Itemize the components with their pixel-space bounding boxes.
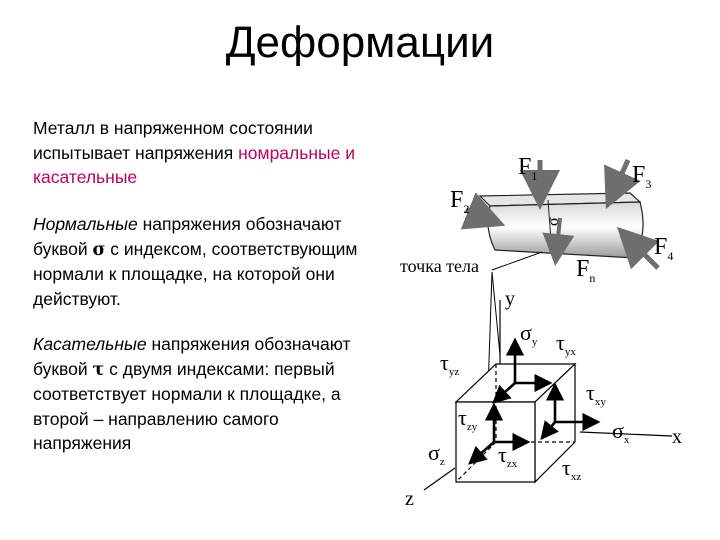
force-arrow-fn <box>542 217 575 266</box>
p3-line1-rest: напряжения обозначают <box>146 334 351 354</box>
force-arrow-f4 <box>616 226 660 270</box>
axis-z-label: z <box>405 488 414 510</box>
leader-line-top <box>491 271 501 356</box>
p2-line3: нормали к площадке, на которой они <box>33 264 335 284</box>
label-sigma-x: σx <box>612 418 630 446</box>
p2-line4: действуют. <box>33 288 121 309</box>
p1-line1: Металл в напряженном состоянии <box>33 118 313 138</box>
p3-line2: буквой τ с двумя индексами: первый <box>33 357 413 383</box>
stress-arrow-tau-xz <box>540 420 559 441</box>
label-sigma-z: σz <box>428 440 445 468</box>
stress-arrow-tau-yz <box>492 382 516 404</box>
point-of-body-label: точка тела <box>400 256 479 276</box>
tau-symbol: τ <box>92 359 105 380</box>
p3-line3: соответствует нормали к площадке, а <box>33 384 341 404</box>
force-arrow-f3 <box>604 158 641 210</box>
p3-line2-prefix: буквой <box>33 358 93 379</box>
label-tau-zx: τzx <box>498 442 518 470</box>
p3-line4: второй – направлению самого <box>33 408 279 429</box>
label-tau-xy: τxy <box>586 380 606 408</box>
z-axis <box>423 467 456 491</box>
p2-line2-rest: с индексом, соответствующим <box>105 238 358 259</box>
label-fn: Fn <box>576 256 595 285</box>
loaded-bar: σ <box>478 192 644 259</box>
p2-line1-rest: напряжения обозначают <box>137 214 342 234</box>
label-f4: F4 <box>654 234 673 263</box>
body-sigma-mark: σ <box>545 217 562 226</box>
label-f3: F3 <box>632 162 651 191</box>
p1-highlight-shear: касательные <box>33 167 138 187</box>
p3-italic-term: Касательные <box>33 334 147 354</box>
paragraph-metal-stress: Металл в напряженном состоянии испытывае… <box>33 116 413 190</box>
p2-italic-term: Нормальные <box>33 214 138 234</box>
p2-line1: Нормальные напряжения обозначают <box>33 212 413 237</box>
leader-line <box>491 251 543 271</box>
force-arrow-f2 <box>460 192 506 230</box>
p3-line5: напряжения <box>33 433 132 453</box>
axis-x-label: x <box>672 426 682 448</box>
p1-line2: испытывает напряжения номральные и <box>33 141 413 166</box>
p3-line2-rest: с двумя индексами: первый <box>104 358 335 379</box>
label-sigma-y: σy <box>520 320 538 348</box>
paragraph-normal-stress: Нормальные напряжения обозначают буквой … <box>33 212 413 311</box>
label-f1: F1 <box>518 154 537 183</box>
stress-arrow-sigma-z <box>468 441 495 465</box>
slide-title: Деформации <box>225 18 495 67</box>
sigma-symbol: σ <box>92 239 106 260</box>
label-tau-xz: τxz <box>562 455 581 483</box>
label-tau-zy: τzy <box>458 405 478 433</box>
p1-highlight-normal: номральные и <box>238 142 355 163</box>
axis-y-label: y <box>505 288 515 310</box>
label-f2: F2 <box>450 187 469 216</box>
p3-line1: Касательные напряжения обозначают <box>33 332 413 357</box>
p2-line2: буквой σ с индексом, соответствующим <box>33 237 413 263</box>
label-tau-yx: τyx <box>556 330 576 358</box>
label-tau-yz: τyz <box>440 350 459 378</box>
paragraph-shear-stress: Касательные напряжения обозначают буквой… <box>33 332 413 456</box>
p1-line2-prefix: испытывает напряжения <box>33 142 239 163</box>
x-axis <box>579 431 673 437</box>
p2-line2-prefix: буквой <box>33 238 93 259</box>
